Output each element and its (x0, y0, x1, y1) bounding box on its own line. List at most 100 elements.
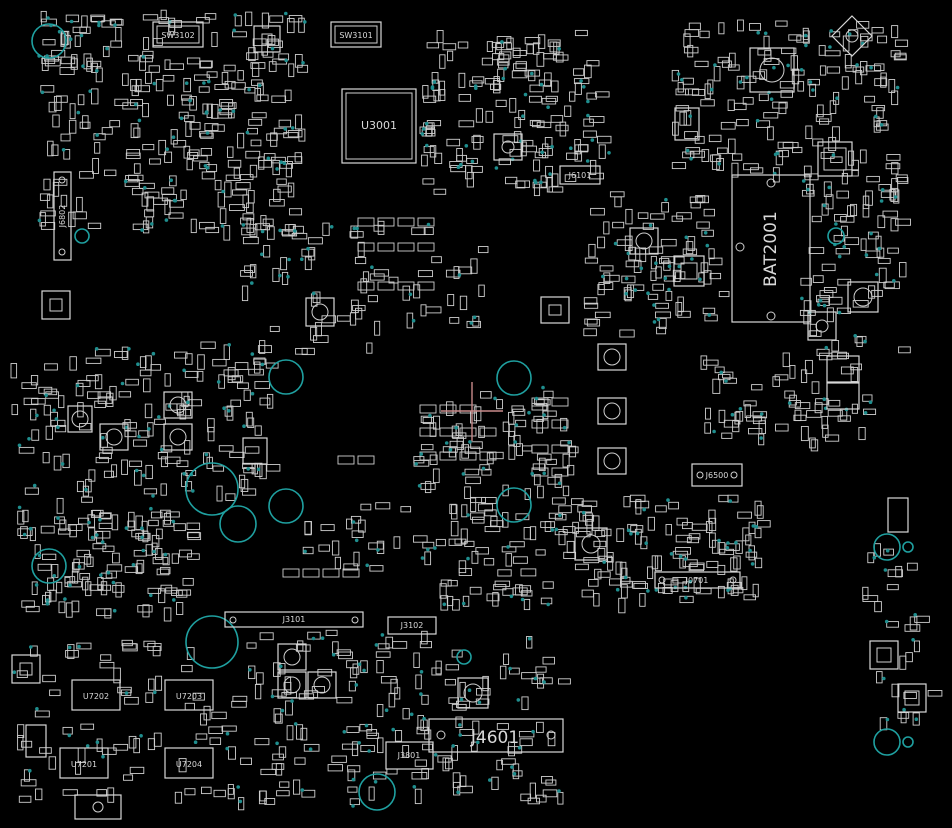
smd-pad (529, 526, 537, 541)
smd-pad (850, 203, 858, 217)
smd-pad (529, 84, 544, 93)
component-j3102[interactable]: J3102 (387, 616, 437, 635)
smd-pad (199, 60, 213, 68)
smd-pad (208, 726, 224, 734)
via (725, 546, 730, 550)
smd-pad (562, 453, 570, 468)
mounting-hole (902, 736, 914, 748)
via (869, 65, 873, 70)
smd-pad (240, 217, 252, 225)
smd-pad (180, 189, 187, 200)
via (477, 700, 482, 705)
via (493, 396, 497, 401)
via (550, 144, 554, 149)
smd-pad (357, 241, 365, 257)
component-sw3102[interactable]: SW3102 (152, 21, 204, 48)
via (56, 516, 60, 520)
via (828, 45, 832, 49)
smd-pad (101, 127, 113, 135)
smd-pad (393, 536, 401, 549)
component-j6802[interactable]: J6802 (53, 171, 72, 261)
smd-pad (196, 370, 204, 382)
smd-pad (686, 537, 700, 544)
smd-pad (148, 519, 159, 527)
smd-pad-pair (357, 217, 375, 227)
component-u7202[interactable]: U7202 (71, 679, 121, 711)
smd-pad (732, 420, 740, 433)
component-sw3101[interactable]: SW3101 (330, 21, 382, 48)
smd-pad (256, 94, 269, 102)
component-j6101[interactable]: J6101 (559, 165, 601, 185)
smd-pad (93, 133, 106, 141)
smd-pad (347, 765, 361, 773)
smd-pad (95, 67, 103, 83)
component-j3101[interactable]: J3101 (224, 611, 364, 628)
smd-pad (86, 556, 94, 567)
smd-pad (700, 99, 715, 107)
component-j6500[interactable]: J6500 (691, 463, 743, 487)
smd-pad (625, 208, 633, 225)
sw3102-label: SW3102 (161, 31, 194, 40)
component-j3801[interactable]: J3801 (385, 741, 434, 770)
smd-pad (421, 694, 429, 705)
component-j4601[interactable]: J4601 (428, 718, 564, 753)
via (303, 549, 307, 554)
smd-pad (459, 681, 466, 698)
via (124, 691, 129, 695)
smd-pad (124, 566, 139, 573)
smd-pad (183, 145, 191, 159)
component-bat2001[interactable]: BAT2001 (731, 174, 811, 323)
smd-pad (278, 53, 290, 61)
smd-pad-pair (357, 281, 375, 291)
component-u3001[interactable]: U3001 (341, 88, 417, 164)
smd-pad-pair (302, 568, 320, 578)
smd-pad (703, 359, 719, 366)
smd-pad (878, 184, 892, 191)
mounting-hole (827, 227, 845, 245)
smd-pad (528, 95, 542, 103)
smd-pad (533, 183, 541, 197)
smd-pad (86, 60, 102, 68)
component-u7203[interactable]: U7203 (164, 679, 214, 711)
smd-pad (560, 440, 572, 447)
via (874, 114, 878, 119)
smd-pad (252, 38, 267, 47)
via (759, 436, 763, 440)
smd-pad (829, 100, 837, 114)
smd-pad (76, 549, 90, 558)
smd-pad (893, 189, 900, 204)
via (384, 708, 389, 712)
component-u7201[interactable]: U7201 (59, 747, 109, 779)
smd-pad (775, 20, 788, 27)
smd-pad (730, 584, 739, 596)
smd-pad (562, 485, 570, 497)
smd-pad (122, 102, 139, 110)
via (803, 33, 808, 38)
smd-pad (473, 406, 482, 422)
via (863, 411, 868, 415)
component-j0701[interactable]: J0701 (654, 571, 741, 589)
smd-pad (548, 186, 564, 193)
smd-pad (220, 102, 237, 109)
via (152, 81, 157, 86)
smd-pad (554, 529, 568, 536)
smd-pad (164, 373, 171, 387)
smd-pad (603, 272, 611, 284)
via (207, 79, 211, 84)
smd-pad (661, 202, 669, 213)
component-u7204[interactable]: U7204 (164, 747, 214, 779)
smd-pad (806, 410, 822, 418)
smd-pad (684, 29, 700, 37)
via (864, 253, 869, 257)
via (541, 385, 545, 390)
smd-pad (164, 199, 171, 216)
smd-pad (903, 691, 917, 699)
smd-pad (254, 462, 263, 477)
smd-pad (181, 664, 193, 673)
smd-pad (96, 531, 104, 544)
smd-pad (481, 57, 493, 66)
smd-pad (232, 695, 248, 702)
smd-pad (424, 729, 432, 740)
smd-pad (897, 712, 910, 719)
